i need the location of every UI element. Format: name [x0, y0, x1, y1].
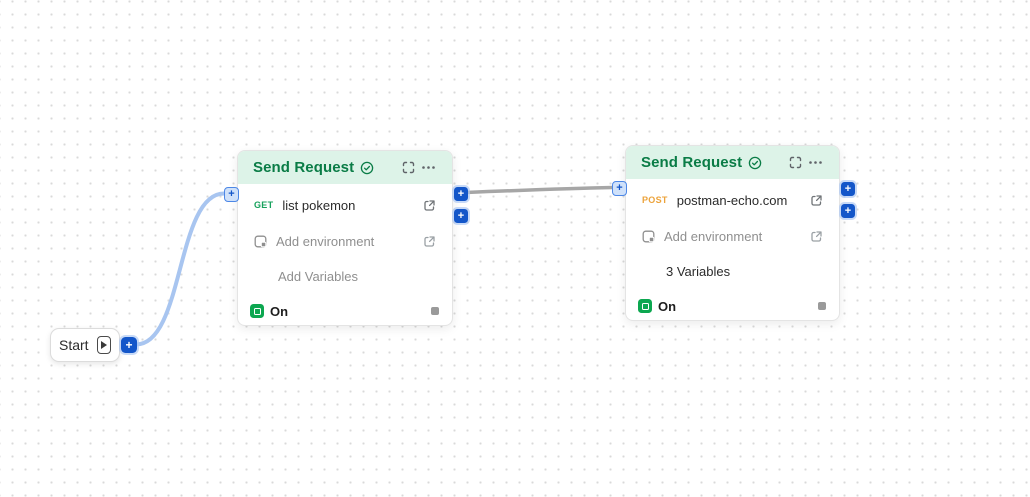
request-row[interactable]: GET list pokemon [254, 195, 436, 215]
run-flow-button[interactable] [96, 336, 111, 354]
input-port[interactable]: + [224, 187, 239, 202]
check-circle-icon [360, 161, 374, 175]
edge-start-to-get-node[interactable] [134, 191, 226, 347]
open-request-icon[interactable] [810, 194, 823, 207]
more-options-icon[interactable] [808, 156, 823, 169]
resize-handle[interactable] [818, 302, 826, 310]
variables-row[interactable]: Add Variables [254, 266, 436, 286]
status-label: On [658, 298, 677, 314]
node-header: Send Request [626, 146, 839, 179]
output-failure-add-button[interactable]: + [454, 209, 468, 223]
expand-icon[interactable] [789, 156, 802, 169]
request-row[interactable]: POST postman-echo.com [642, 190, 823, 210]
check-circle-icon [748, 156, 762, 170]
start-node[interactable]: Start [50, 328, 120, 362]
send-request-node-get[interactable]: Send Request GET list pokemon Add envi [224, 150, 468, 326]
http-method-badge: POST [642, 195, 668, 205]
variables-row[interactable]: 3 Variables [642, 261, 823, 281]
start-label: Start [59, 337, 89, 353]
open-request-icon[interactable] [423, 199, 436, 212]
environment-row[interactable]: Add environment [642, 226, 823, 246]
environment-icon [254, 235, 267, 248]
output-success-add-button[interactable]: + [841, 182, 855, 196]
resize-handle[interactable] [431, 307, 439, 315]
environment-label: Add environment [664, 228, 763, 244]
environment-label: Add environment [276, 233, 375, 249]
node-footer: On [638, 296, 826, 316]
environment-row[interactable]: Add environment [254, 231, 436, 251]
more-options-icon[interactable] [421, 161, 436, 174]
expand-icon[interactable] [402, 161, 415, 174]
toggle-on-icon[interactable] [638, 299, 652, 313]
open-environment-icon[interactable] [810, 230, 823, 243]
request-name: list pokemon [282, 197, 356, 213]
edge-get-to-post-node[interactable] [464, 185, 614, 195]
toggle-inner-square [641, 302, 649, 310]
node-title: Send Request [641, 154, 743, 171]
environment-icon [642, 230, 655, 243]
output-success-add-button[interactable]: + [454, 187, 468, 201]
http-method-badge: GET [254, 200, 274, 210]
node-header: Send Request [238, 151, 452, 184]
input-port[interactable]: + [612, 181, 627, 196]
play-icon [101, 341, 108, 349]
open-environment-icon[interactable] [423, 235, 436, 248]
toggle-inner-square [253, 307, 261, 315]
node-title: Send Request [253, 159, 355, 176]
node-footer: On [250, 301, 439, 321]
variables-label: 3 Variables [666, 263, 731, 279]
status-label: On [270, 303, 289, 319]
send-request-node-post[interactable]: Send Request POST postman-echo.com Add [612, 145, 855, 321]
start-add-block-button[interactable]: + [121, 337, 137, 353]
variables-label: Add Variables [278, 268, 358, 284]
output-failure-add-button[interactable]: + [841, 204, 855, 218]
toggle-on-icon[interactable] [250, 304, 264, 318]
request-name: postman-echo.com [676, 192, 788, 208]
